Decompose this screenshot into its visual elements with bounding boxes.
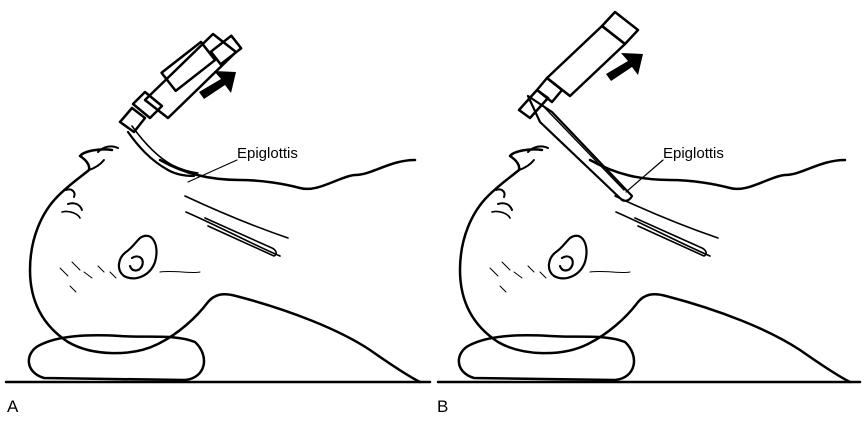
panel-b-lips [518, 159, 535, 171]
panel-b-hair-texture [489, 261, 631, 293]
panel-b-epiglottis-leader [625, 159, 664, 193]
panel-b-laryngoscope [517, 10, 640, 202]
panel-b-brow [491, 210, 511, 219]
panel-b-head-outline [458, 148, 852, 384]
panel-a-head-roll [27, 334, 206, 382]
panel-b-illustration [436, 10, 862, 384]
panel-a-eye [65, 188, 83, 211]
panel-a-letter: A [7, 397, 19, 416]
panel-a-laryngoscope [118, 32, 243, 178]
panel-a-illustration [4, 32, 432, 384]
panel-b-eye [495, 188, 513, 211]
panel-b-airway [614, 195, 719, 257]
panel-a-airway [184, 195, 289, 257]
panel-b-head-roll [457, 334, 636, 382]
panel-a-nose [97, 145, 119, 153]
panel-a-epiglottis-label: Epiglottis [237, 145, 298, 162]
panel-a-head-outline [28, 148, 422, 384]
panel-a-epiglottis-leader [187, 159, 238, 183]
panel-a-ear [117, 234, 158, 280]
panel-a-brow [61, 210, 81, 219]
panel-b-neck-upper [588, 158, 847, 191]
panel-a-hair-texture [59, 261, 201, 293]
panel-a-lips [88, 159, 105, 171]
panel-b-nose [527, 145, 549, 153]
panel-b-letter: B [437, 397, 449, 416]
panel-b-epiglottis-label: Epiglottis [663, 145, 724, 162]
panel-a-neck-upper [158, 158, 417, 191]
panel-a-direction-arrow [199, 71, 236, 99]
panel-b-ear [547, 234, 588, 280]
panel-b-direction-arrow [606, 53, 643, 81]
